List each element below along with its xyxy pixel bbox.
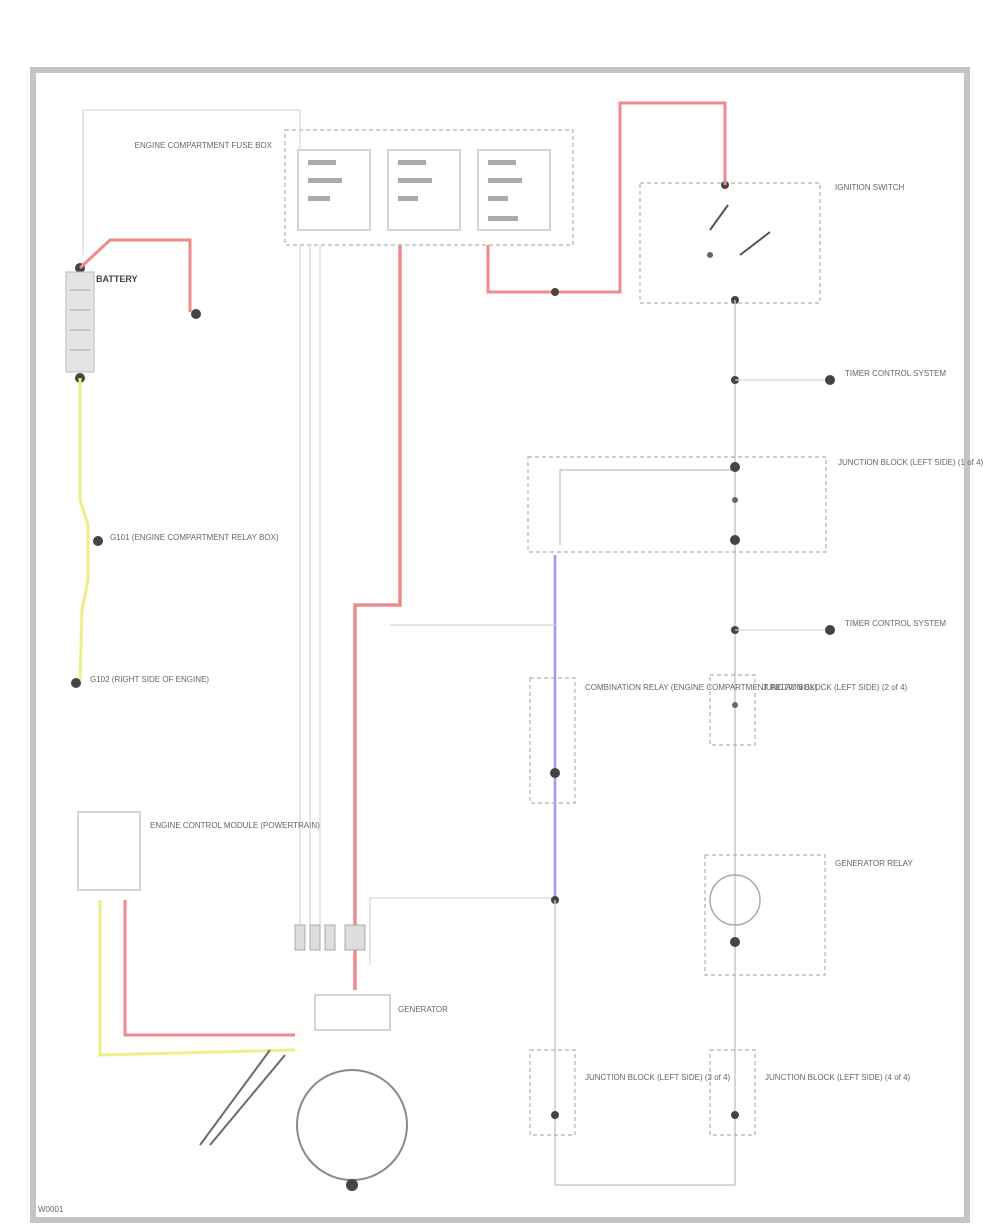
battery: BATTERY — [65, 263, 138, 383]
battery-label: BATTERY — [96, 274, 138, 284]
junction-block-top: JUNCTION BLOCK (LEFT SIDE) (1 of 4) — [527, 456, 984, 553]
combination-relay: COMBINATION RELAY (ENGINE COMPARTMENT RE… — [529, 677, 818, 804]
ecm-yellow-wire — [98, 900, 296, 1057]
diagram-frame — [30, 67, 970, 1223]
main-charge-wire — [353, 245, 402, 990]
battery-starter-wire — [78, 238, 192, 312]
junction-bottom-right-label: JUNCTION BLOCK (LEFT SIDE) (4 of 4) — [765, 1073, 911, 1082]
engine-fuse-box: ENGINE COMPARTMENT FUSE BOX — [135, 129, 574, 246]
ecm-red-wire — [123, 900, 295, 1037]
generator-relay: GENERATOR RELAY — [704, 854, 913, 976]
combination-relay-label: COMBINATION RELAY (ENGINE COMPARTMENT RE… — [585, 683, 818, 692]
ground-2-label: G102 (RIGHT SIDE OF ENGINE) — [90, 675, 209, 684]
ignition-switch: IGNITION SWITCH — [639, 181, 905, 304]
battery-ground-wire — [78, 378, 90, 681]
generator-connector — [294, 924, 366, 951]
junction-block-bottom-right: JUNCTION BLOCK (LEFT SIDE) (4 of 4) — [709, 1049, 911, 1136]
ignition-power-wire — [486, 101, 727, 294]
generator-label: GENERATOR — [398, 1005, 448, 1014]
ignition-switch-label: IGNITION SWITCH — [835, 183, 905, 192]
junction-top-label: JUNCTION BLOCK (LEFT SIDE) (1 of 4) — [838, 458, 984, 467]
junction-block-mid: JUNCTION BLOCK (LEFT SIDE) (2 of 4) — [709, 674, 908, 746]
engine-control-module: ENGINE CONTROL MODULE (POWERTRAIN) — [77, 811, 320, 891]
generator: GENERATOR — [296, 994, 448, 1191]
timer-1-label: TIMER CONTROL SYSTEM — [845, 369, 946, 378]
junction-block-bottom-left: JUNCTION BLOCK (LEFT SIDE) (3 of 4) — [529, 1049, 731, 1136]
reference-code: W0001 — [38, 1205, 64, 1214]
ecm-label: ENGINE CONTROL MODULE (POWERTRAIN) — [150, 821, 320, 830]
timer-2-label: TIMER CONTROL SYSTEM — [845, 619, 946, 628]
junction-mid-label: JUNCTION BLOCK (LEFT SIDE) (2 of 4) — [762, 683, 908, 692]
ground-1-label: G101 (ENGINE COMPARTMENT RELAY BOX) — [110, 533, 279, 542]
fuse-box-label: ENGINE COMPARTMENT FUSE BOX — [135, 141, 273, 150]
junction-bottom-left-label: JUNCTION BLOCK (LEFT SIDE) (3 of 4) — [585, 1073, 731, 1082]
generator-relay-label: GENERATOR RELAY — [835, 859, 913, 868]
